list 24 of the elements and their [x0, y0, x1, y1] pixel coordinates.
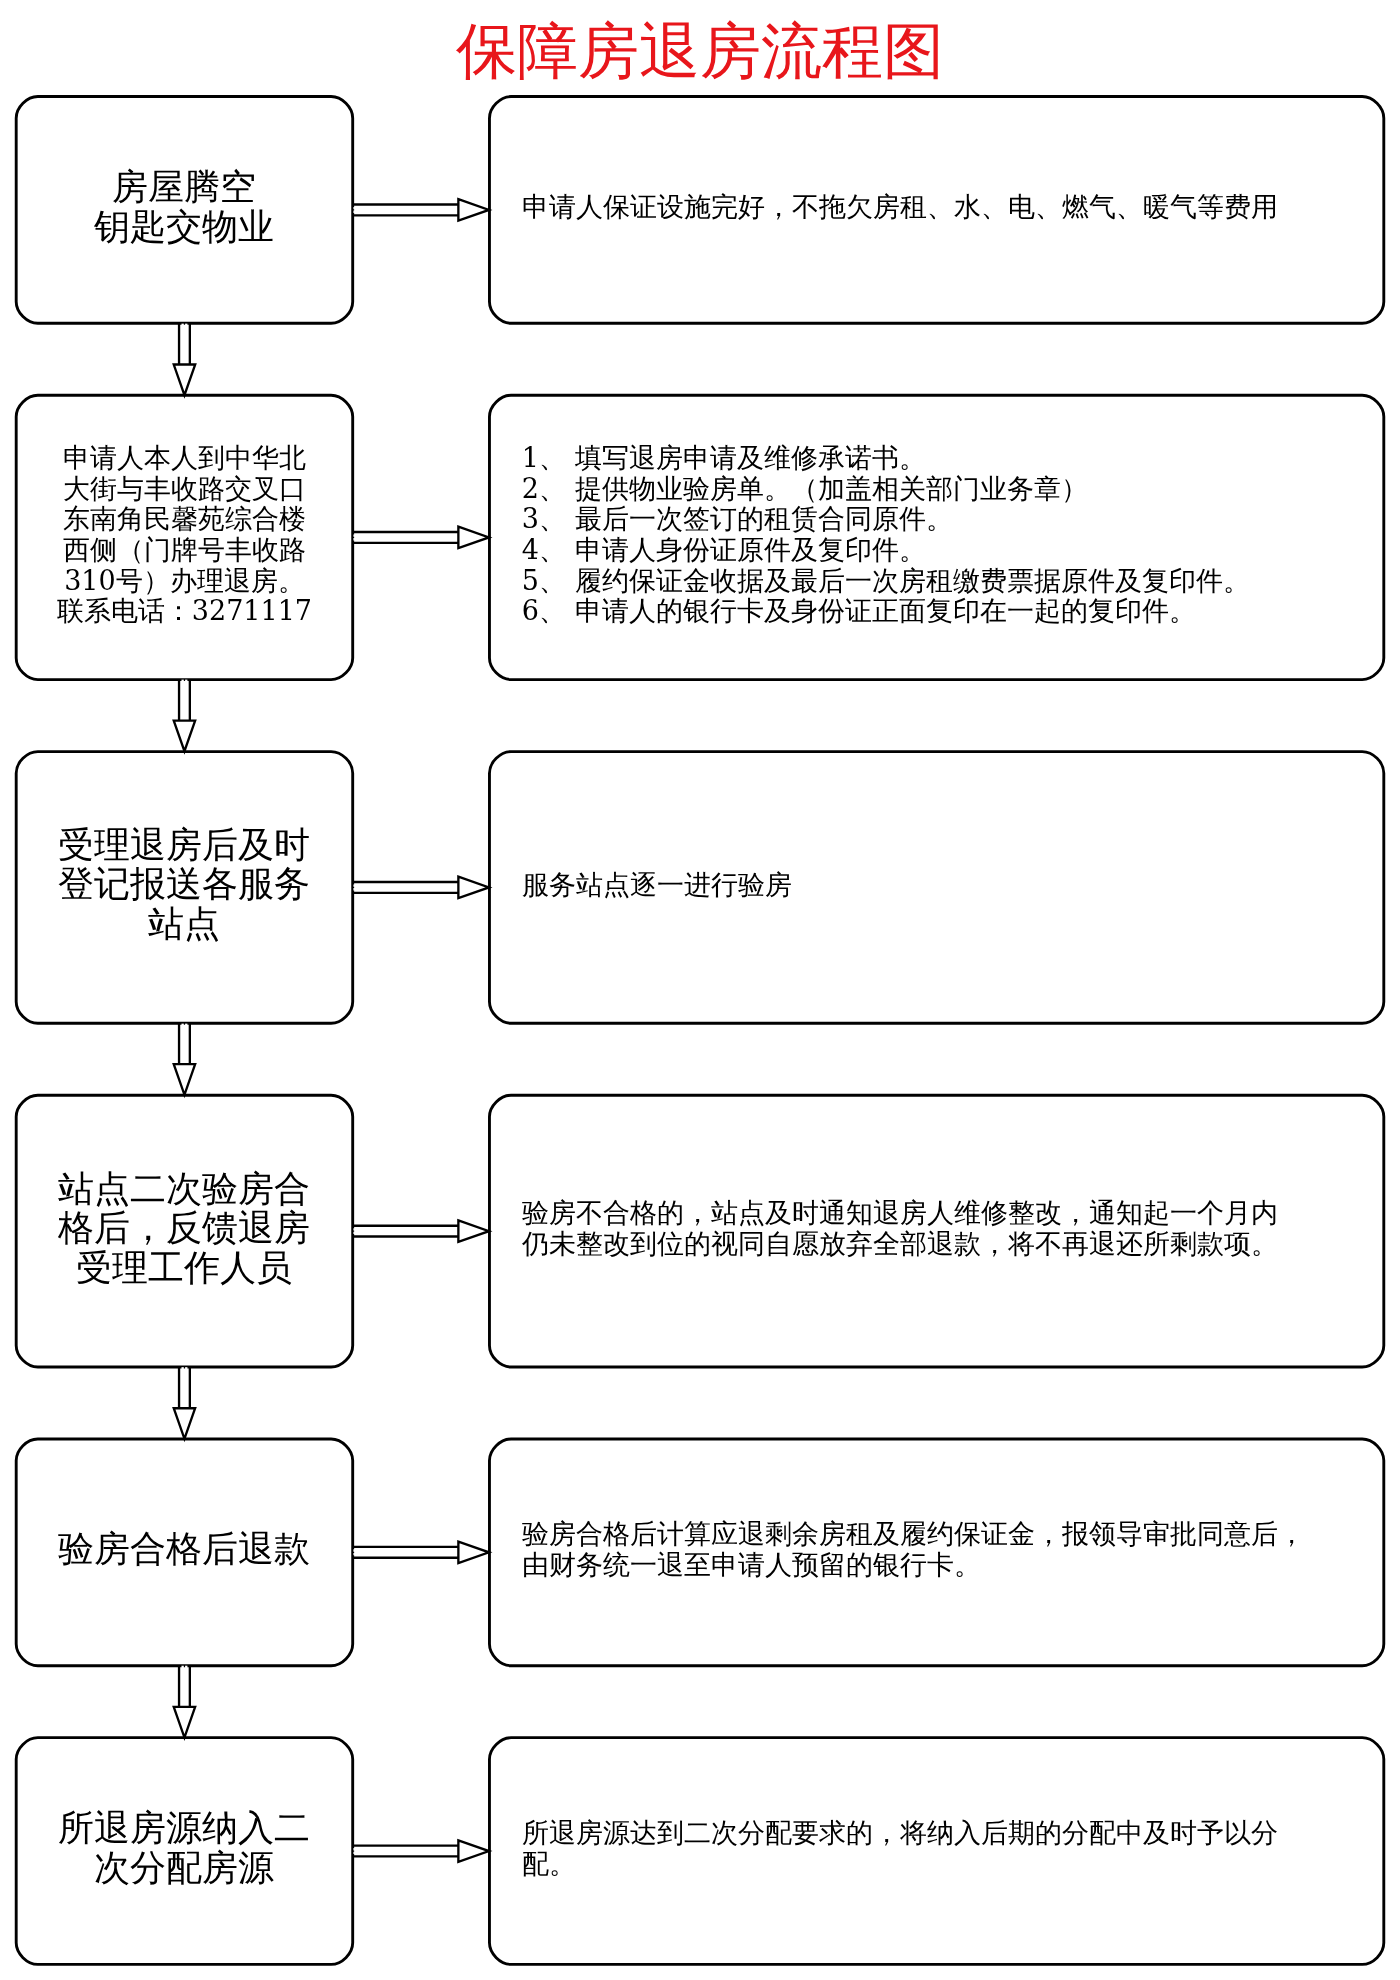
- node-box: 1、 填写退房申请及维修承诺书。 2、 提供物业验房单。（加盖相关部门业务章） 3、 最后一次签订的租赁合同原件。 4、 申请人身份证原件及复印件。 5、 履约保证金收据及最后一次房租缴费票据原件及复印件。 6、 申请人的银行卡及身份证正面复印在一起的复印件。: [488, 393, 1386, 682]
- diagram-title: 保障房退房流程图: [456, 14, 944, 86]
- node-box: 所退房源纳入二次分配房源: [14, 1736, 355, 1966]
- node-box: 站点二次验房合格后，反馈退房受理工作人员: [14, 1093, 355, 1369]
- arrow: [353, 1218, 493, 1244]
- arrow: [172, 323, 197, 399]
- node-box: 受理退房后及时登记报送各服务站点: [14, 750, 355, 1025]
- arrow: [353, 875, 493, 900]
- arrow: [172, 679, 197, 755]
- node-box: 房屋腾空 钥匙交物业: [14, 95, 355, 325]
- arrow: [353, 1838, 493, 1864]
- node-box: 验房不合格的，站点及时通知退房人维修整改，通知起一个月内仍未整改到位的视同自愿放弃全部退款，将不再退还所剩款项。: [488, 1093, 1386, 1369]
- node-box: 验房合格后计算应退剩余房租及履约保证金，报领导审批同意后，由财务统一退至申请人预留的银行卡。: [488, 1437, 1386, 1668]
- node-box: 验房合格后退款: [14, 1437, 355, 1668]
- arrow: [353, 1540, 493, 1565]
- arrow: [172, 1665, 197, 1742]
- arrow: [172, 1367, 197, 1443]
- arrow: [353, 197, 493, 223]
- node-box: 所退房源达到二次分配要求的，将纳入后期的分配中及时予以分配。: [488, 1736, 1386, 1966]
- arrow: [353, 525, 493, 550]
- node-box: 申请人保证设施完好，不拖欠房租、水、电、燃气、暖气等费用: [488, 95, 1386, 325]
- node-box: 服务站点逐一进行验房: [488, 750, 1386, 1025]
- arrow: [172, 1023, 197, 1099]
- node-box: 申请人本人到中华北大街与丰收路交叉口东南角民馨苑综合楼西侧（门牌号丰收路310号）办理退房。 联系电话：3271117: [14, 393, 355, 682]
